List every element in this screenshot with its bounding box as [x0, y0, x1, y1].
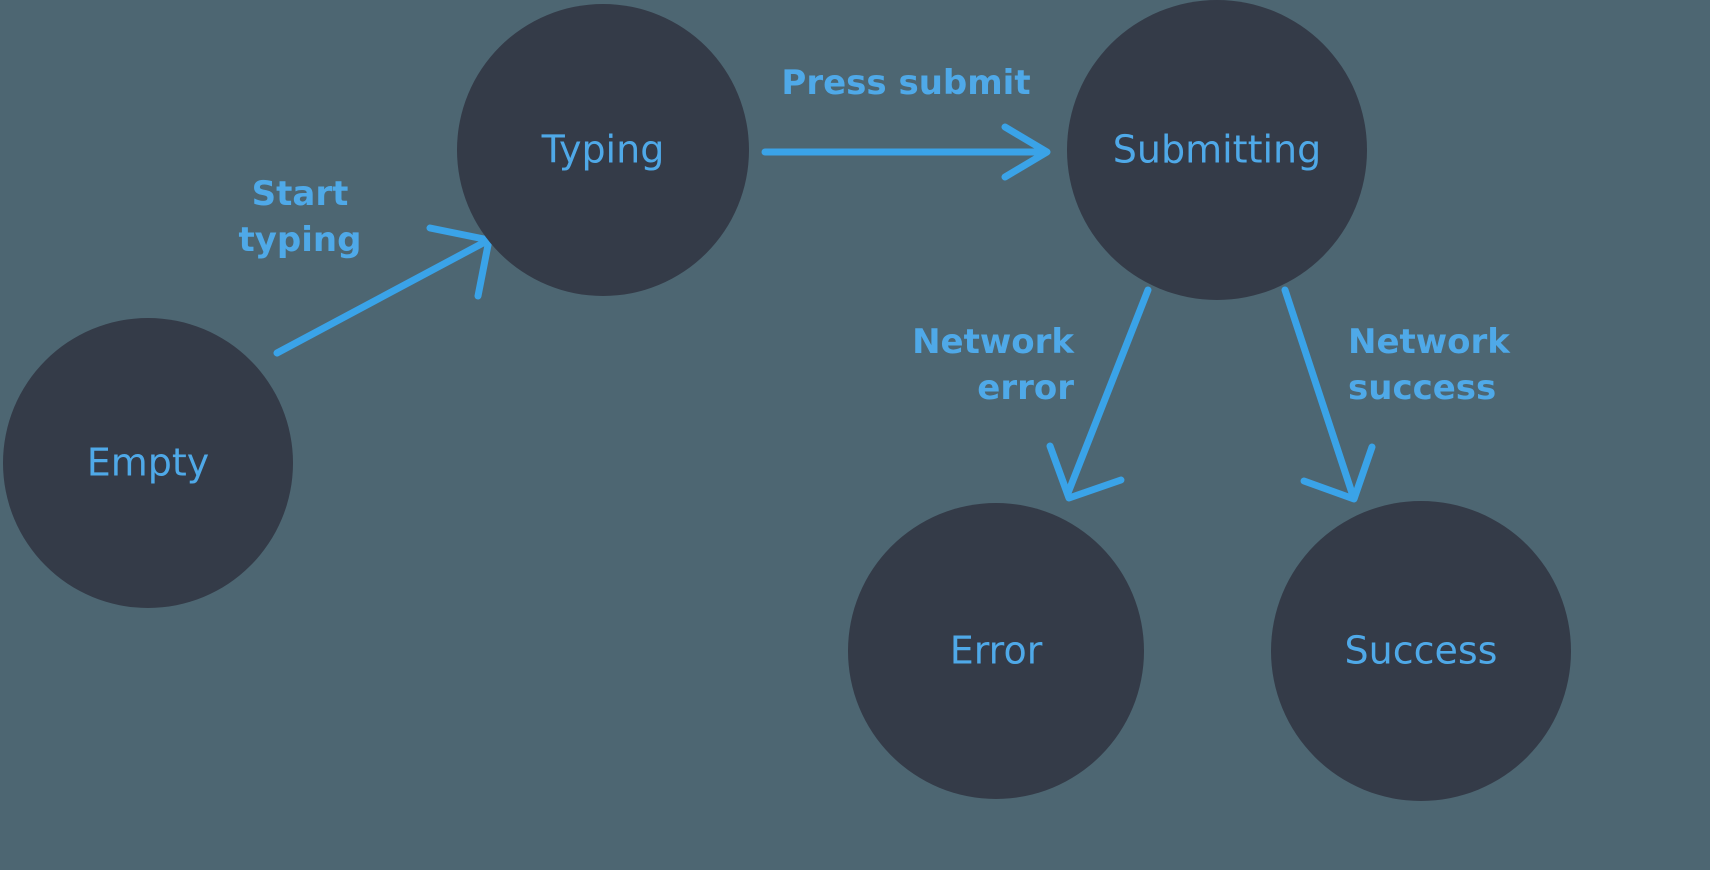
edge-line-network-error — [1064, 286, 1152, 497]
node-circle-typing[interactable] — [457, 4, 749, 296]
edge-network-error — [1046, 286, 1152, 502]
node-label-submitting: Submitting — [1113, 128, 1321, 172]
edges-group — [273, 123, 1376, 503]
node-circle-empty[interactable] — [3, 318, 293, 608]
node-label-empty: Empty — [87, 441, 210, 485]
node-circle-success[interactable] — [1271, 501, 1571, 801]
edge-label-line: Network — [912, 322, 1075, 362]
edge-label-line: typing — [239, 220, 362, 260]
node-label-success: Success — [1345, 629, 1498, 673]
arrowhead-icon-network-error — [1046, 442, 1125, 502]
state-node-submitting[interactable]: Submitting — [1067, 0, 1367, 300]
edge-line-start-typing — [273, 239, 487, 357]
state-node-error[interactable]: Error — [848, 503, 1144, 799]
node-label-typing: Typing — [541, 128, 665, 172]
node-circle-error[interactable] — [848, 503, 1144, 799]
arrowhead-icon-press-submit — [1001, 123, 1051, 181]
edge-label-line: success — [1348, 368, 1496, 408]
edge-line-network-success — [1281, 286, 1356, 497]
state-node-typing[interactable]: Typing — [457, 4, 749, 296]
edge-label-line: error — [977, 368, 1074, 408]
arrowhead-icon-network-success — [1300, 443, 1376, 503]
node-label-error: Error — [950, 629, 1043, 673]
arrowhead-icon-start-typing — [426, 224, 493, 300]
state-node-empty[interactable]: Empty — [3, 318, 293, 608]
edge-label-network-error: Network error — [912, 322, 1075, 408]
state-node-success[interactable]: Success — [1271, 501, 1571, 801]
edge-label-press-submit: Press submit — [781, 63, 1030, 103]
node-circle-submitting[interactable] — [1067, 0, 1367, 300]
edge-label-start-typing: Start typing — [239, 174, 362, 260]
edge-label-line: Start — [252, 174, 349, 214]
edge-press-submit — [761, 123, 1051, 181]
edge-label-line: Network — [1348, 322, 1511, 362]
edge-label-line: Press submit — [781, 63, 1030, 103]
edge-label-network-success: Network success — [1348, 322, 1511, 408]
edge-network-success — [1281, 286, 1376, 503]
